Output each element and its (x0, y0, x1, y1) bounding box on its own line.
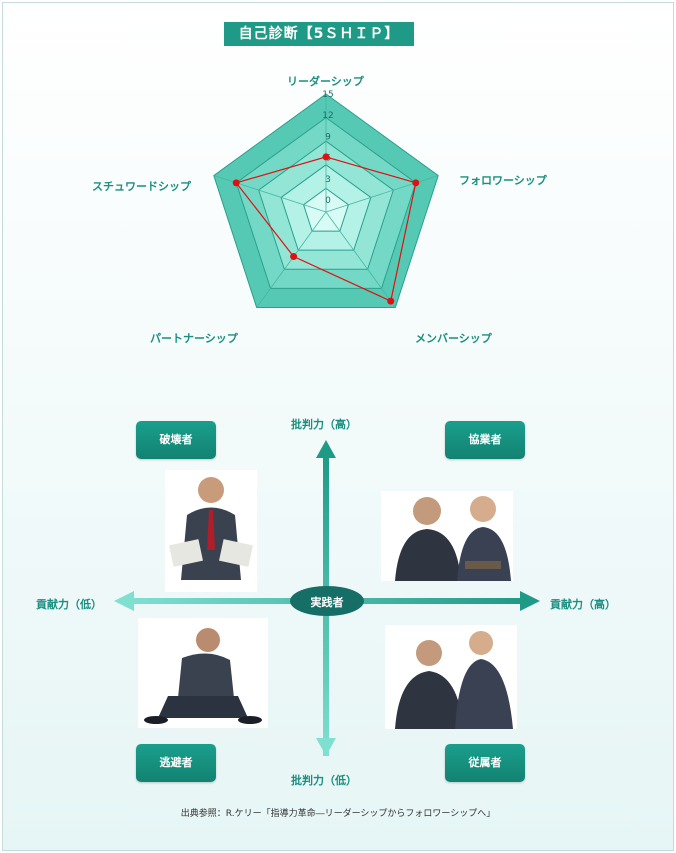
radar-data-point (322, 153, 330, 161)
radar-data-point (412, 179, 420, 187)
radar-data-polygon (235, 156, 417, 302)
photo-follower (385, 625, 517, 729)
quadrant-follower: 従属者 (445, 744, 525, 782)
arrow-up (316, 440, 336, 458)
source-citation: 出典参照：R.ケリー「指導力革命―リーダーシップからフォロワーシップへ」 (180, 809, 496, 819)
arrow-right (520, 591, 540, 611)
axis-bottom-label: 批判力（低） (291, 774, 357, 787)
axis-top-label: 批判力（高） (291, 418, 357, 431)
quadrant-collaborator: 協業者 (445, 421, 525, 459)
quadrant-escaper: 逃避者 (136, 744, 216, 782)
radar-data-points (232, 153, 420, 305)
radar-spoke (213, 175, 327, 213)
axis-label-stewardship: スチュワードシップ (92, 180, 191, 193)
axis-label-leadership: リーダーシップ (287, 75, 364, 88)
center-label: 実践者 (310, 596, 344, 609)
radar-spoke (256, 211, 327, 308)
radar-spokes (213, 94, 439, 308)
center-ellipse (290, 586, 364, 616)
photo-escaper (138, 618, 268, 728)
axis-right-label: 貢献力（高） (550, 598, 616, 611)
radar-tick-label: 15 (322, 90, 333, 100)
radar-data-point (232, 179, 240, 187)
page-title: 自己診断【5ＳＨＩＰ】 (224, 22, 414, 46)
axis-label-followership: フォロワーシップ (459, 174, 547, 187)
axis-left-label: 貢献力（低） (36, 598, 102, 611)
arrow-left (114, 591, 134, 611)
arrow-down (316, 738, 336, 756)
photo-destroyer (165, 470, 257, 592)
radar-data-point (387, 297, 395, 305)
axis-label-partnership: パートナーシップ (150, 332, 238, 345)
radar-tick-label: 9 (325, 132, 331, 142)
quadrant-destroyer: 破壊者 (136, 421, 216, 459)
axis-label-membership: メンバーシップ (415, 332, 492, 345)
radar-tick-label: 0 (325, 196, 331, 206)
radar-spoke (325, 175, 439, 213)
radar-data-point (290, 253, 298, 261)
radar-spoke (325, 211, 396, 308)
radar-chart: 15129630 (213, 90, 439, 308)
radar-tick-label: 3 (325, 175, 331, 185)
matrix-axes (114, 440, 540, 756)
radar-tick-label: 12 (322, 111, 333, 121)
photo-collaborator (381, 491, 513, 581)
